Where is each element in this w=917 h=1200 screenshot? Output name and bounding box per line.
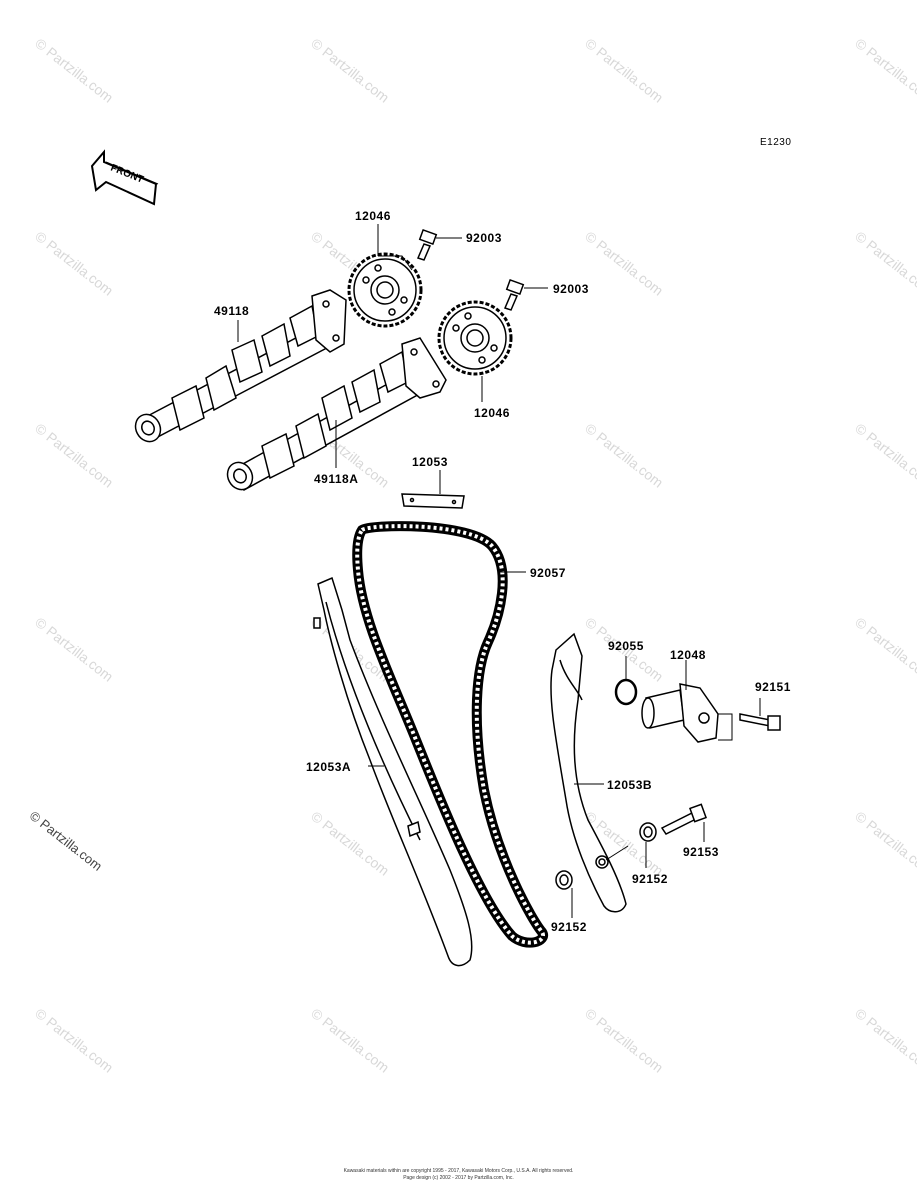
bolt-92003-upper	[416, 228, 438, 261]
chain-guide-12053A	[313, 576, 473, 967]
footer-line-2: Page design (c) 2002 - 2017 by Partzilla…	[403, 1175, 514, 1181]
diagram-code: E1230	[760, 137, 792, 148]
leader-lines	[237, 224, 761, 918]
part-label-92003-upper[interactable]: 92003	[466, 231, 502, 245]
part-label-12053[interactable]: 12053	[412, 455, 448, 469]
collar-92152-a	[639, 822, 657, 842]
timing-chain-92057	[352, 521, 549, 948]
cam-sprocket-lower	[437, 300, 513, 376]
part-label-92057[interactable]: 92057	[530, 566, 566, 580]
part-label-12046-lower[interactable]: 12046	[474, 406, 510, 420]
part-label-49118[interactable]: 49118	[214, 304, 250, 318]
collar-92152-b	[555, 870, 573, 890]
front-arrow-icon	[90, 149, 159, 206]
part-label-12048[interactable]: 12048	[670, 648, 706, 662]
camshaft-49118A	[226, 337, 447, 492]
camshaft-49118	[134, 289, 347, 443]
chain-guide-12053	[401, 493, 465, 509]
part-label-12053A[interactable]: 12053A	[306, 760, 352, 774]
bolt-92003-lower	[503, 278, 525, 311]
tensioner-12048	[641, 683, 719, 743]
part-label-92152-a[interactable]: 92152	[632, 872, 668, 886]
part-label-49118A[interactable]: 49118A	[314, 472, 359, 486]
chain-guide-12053B	[550, 632, 627, 913]
footer-line-1: Kawasaki materials within are copyright …	[343, 1168, 574, 1174]
bolt-92153	[660, 803, 707, 835]
part-label-92003-lower[interactable]: 92003	[553, 282, 589, 296]
part-label-92153[interactable]: 92153	[683, 845, 719, 859]
part-label-12053B[interactable]: 12053B	[607, 778, 653, 792]
part-label-12046-upper[interactable]: 12046	[355, 209, 391, 223]
part-label-92152-b[interactable]: 92152	[551, 920, 587, 934]
o-ring-92055	[614, 678, 638, 706]
part-label-92151[interactable]: 92151	[755, 680, 791, 694]
cam-sprocket-upper	[347, 252, 423, 328]
bolt-92151	[739, 713, 781, 731]
part-label-92055[interactable]: 92055	[608, 639, 644, 653]
